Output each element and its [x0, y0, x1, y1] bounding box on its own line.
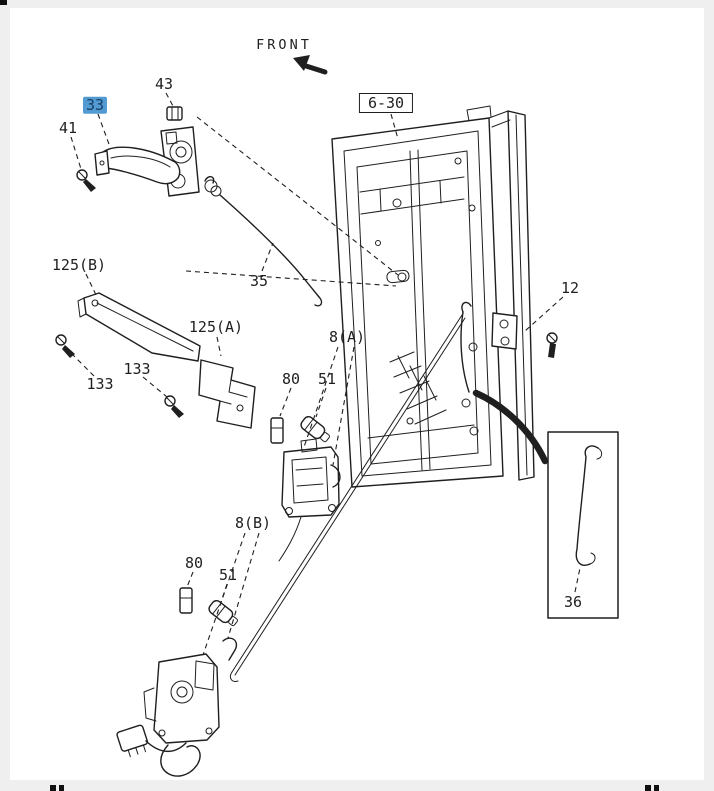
clip-80b-drawing — [179, 587, 193, 614]
screw-133b-drawing — [164, 395, 184, 418]
door-panel-drawing — [331, 105, 535, 488]
screen-artifact — [645, 785, 651, 791]
screen-artifact — [0, 0, 7, 5]
bracket-125a-drawing — [198, 359, 256, 429]
actuator-51b-drawing — [208, 600, 238, 627]
callout-133a[interactable]: 133 — [86, 374, 114, 393]
callout-33-highlighted[interactable]: 33 — [82, 97, 108, 114]
screw-133a-drawing — [55, 334, 75, 358]
screw-41-drawing — [76, 169, 96, 192]
callout-80b[interactable]: 80 — [184, 553, 204, 572]
rod-35-drawing — [204, 176, 323, 307]
callout-8b[interactable]: 8(B) — [234, 513, 272, 532]
rod-36-box-drawing — [547, 431, 619, 619]
front-arrow-icon — [293, 55, 328, 75]
callout-80a[interactable]: 80 — [281, 369, 301, 388]
latch-8b-drawing — [116, 637, 238, 777]
callout-35[interactable]: 35 — [249, 271, 269, 290]
outer-handle-drawing — [94, 126, 200, 197]
callout-36[interactable]: 36 — [563, 592, 583, 611]
emphasis-curve — [472, 389, 549, 465]
callout-12[interactable]: 12 — [560, 278, 580, 297]
rail-125b-drawing — [77, 292, 201, 362]
callout-133b[interactable]: 133 — [123, 359, 151, 378]
clip-80a-drawing — [270, 417, 284, 444]
clip-43-drawing — [166, 106, 183, 121]
callout-41[interactable]: 41 — [58, 118, 78, 137]
screen-artifact — [654, 785, 659, 791]
callout-125a[interactable]: 125(A) — [188, 317, 244, 336]
callout-8a[interactable]: 8(A) — [328, 327, 366, 346]
callout-125b[interactable]: 125(B) — [51, 255, 107, 274]
front-label: FRONT — [256, 37, 312, 53]
screen-artifact — [50, 785, 56, 791]
latch-8a-drawing — [278, 438, 341, 562]
callout-51a[interactable]: 51 — [317, 369, 337, 388]
callout-43[interactable]: 43 — [154, 74, 174, 93]
striker-bracket-drawing — [491, 312, 558, 358]
linkage-rod-drawing — [229, 314, 466, 682]
callout-51b[interactable]: 51 — [218, 565, 238, 584]
door-lock-rod-drawing — [460, 301, 479, 436]
leader-lines — [65, 92, 581, 656]
ref-box-6-30[interactable]: 6-30 — [358, 93, 414, 113]
screen-artifact — [59, 785, 64, 791]
